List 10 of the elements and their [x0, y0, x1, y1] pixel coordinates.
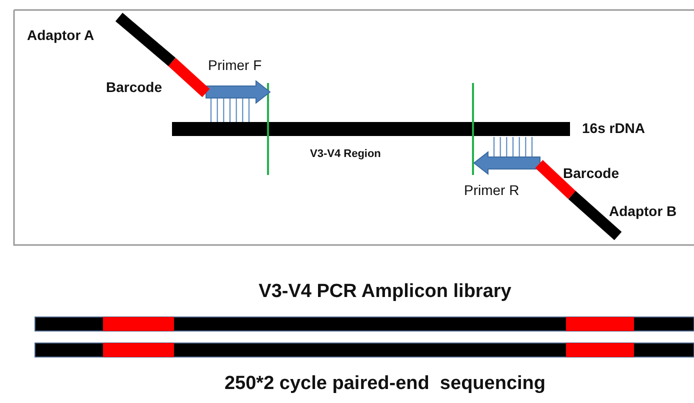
part-label: Adaptor A: [27, 28, 94, 42]
part-label: Primer R: [464, 183, 520, 197]
region-label: V3-V4 Region: [310, 149, 381, 160]
part-label: Barcode: [106, 80, 162, 94]
part-label: Primer F: [208, 58, 262, 72]
section-heading: V3-V4 PCR Amplicon library: [258, 282, 512, 301]
section-caption: 250*2 cycle paired-end sequencing: [224, 374, 546, 393]
part-label: Adaptor B: [609, 204, 677, 218]
part-label: Barcode: [563, 166, 620, 180]
part-label: 16s rDNA: [582, 121, 646, 135]
